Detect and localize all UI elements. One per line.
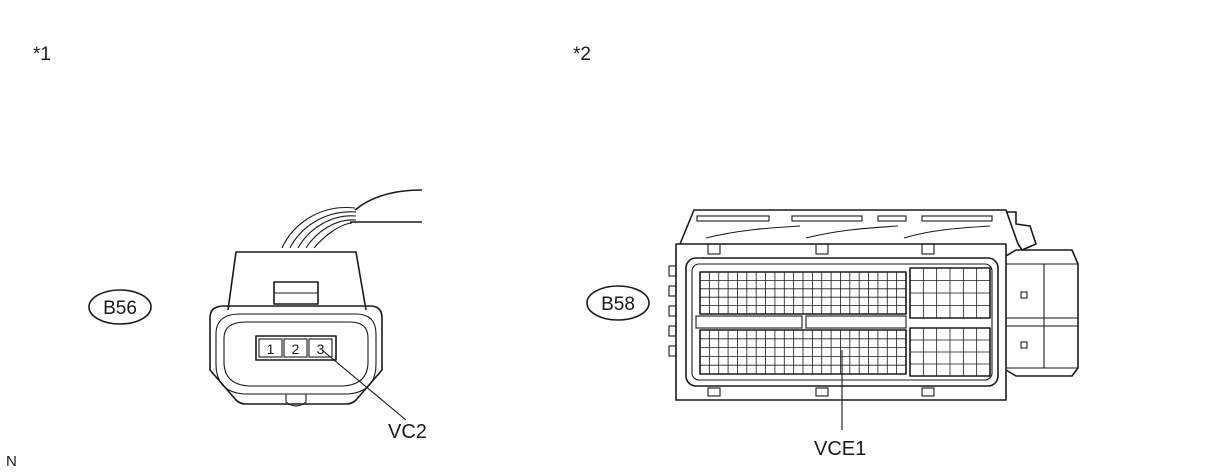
b58-top-stud-1 xyxy=(707,243,721,255)
b58-top-slot-2 xyxy=(791,215,863,222)
connector-id-b58-text: B58 xyxy=(601,294,635,315)
b58-top-curve-3 xyxy=(903,225,991,239)
wire-1 xyxy=(281,207,356,249)
b58-right-pin-2 xyxy=(1020,341,1028,349)
b58-top-curve-2 xyxy=(805,225,899,239)
connector-id-b56-oval xyxy=(88,289,152,325)
b58-side-stud-2 xyxy=(668,285,677,297)
b58-top-stud-3 xyxy=(921,243,935,255)
connector-id-b58: B58 xyxy=(586,285,650,321)
housing-ring-2 xyxy=(223,321,369,387)
b58-top-housing xyxy=(679,209,1019,245)
b58-side-stud-1 xyxy=(668,265,677,277)
vc2-label: VC2 xyxy=(388,421,427,443)
b58-separator-left xyxy=(695,315,803,329)
b58-top-slot-1 xyxy=(696,215,770,222)
b58-body xyxy=(675,243,1007,401)
b58-side-stud-5 xyxy=(668,345,677,357)
b58-grid-upper-right xyxy=(909,267,991,319)
harness-top-edge xyxy=(354,189,423,211)
corner-mark: N xyxy=(6,453,17,470)
wire-2 xyxy=(289,211,357,249)
pin-cell-1 xyxy=(258,338,283,358)
connector-b58: VCE1 xyxy=(668,209,1079,460)
view-marker-1: *1 xyxy=(33,44,51,65)
vc2-leader-line xyxy=(321,349,407,421)
connector-id-b56: B56 xyxy=(88,289,152,325)
b58-top-stud-2 xyxy=(815,243,829,255)
housing-key xyxy=(285,394,307,407)
wire-3 xyxy=(297,215,357,249)
b58-bottom-stud-3 xyxy=(921,387,935,397)
b58-bottom-stud-2 xyxy=(815,387,829,397)
b58-grid-upper-left xyxy=(699,271,907,315)
b58-latch xyxy=(1006,211,1037,251)
wire-4 xyxy=(305,219,357,249)
b58-side-stud-4 xyxy=(668,325,677,337)
wire-5 xyxy=(313,222,353,249)
b58-separator-right xyxy=(805,315,907,329)
b58-right-housing xyxy=(1005,249,1079,377)
b58-right-pin-1 xyxy=(1020,291,1028,299)
pin-label-3: 3 xyxy=(317,341,325,357)
connector-b56: 1 2 3 VC2 xyxy=(209,189,427,443)
connector-id-b56-text: B56 xyxy=(103,298,137,319)
b58-side-stud-3 xyxy=(668,305,677,317)
housing-top-block xyxy=(227,251,367,311)
pin-label-1: 1 xyxy=(267,341,275,357)
b58-pin-grids xyxy=(695,267,991,377)
b58-top-slot-3 xyxy=(877,215,907,222)
b58-top-slot-4 xyxy=(921,215,993,222)
pin-cell-2 xyxy=(283,338,308,358)
b58-grid-lower-left xyxy=(699,329,907,375)
connector-id-b58-oval xyxy=(586,285,650,321)
b58-bottom-stud-1 xyxy=(707,387,721,397)
view-marker-2: *2 xyxy=(573,44,591,65)
pin-block xyxy=(255,335,337,361)
b58-grid-lower-right xyxy=(909,327,991,377)
pin-cell-3 xyxy=(308,338,333,358)
pin-label-2: 2 xyxy=(292,341,300,357)
vce1-label: VCE1 xyxy=(814,438,866,460)
housing-ring-1 xyxy=(215,313,377,395)
b58-top-curve-1 xyxy=(705,225,801,239)
housing-outer xyxy=(209,305,383,405)
